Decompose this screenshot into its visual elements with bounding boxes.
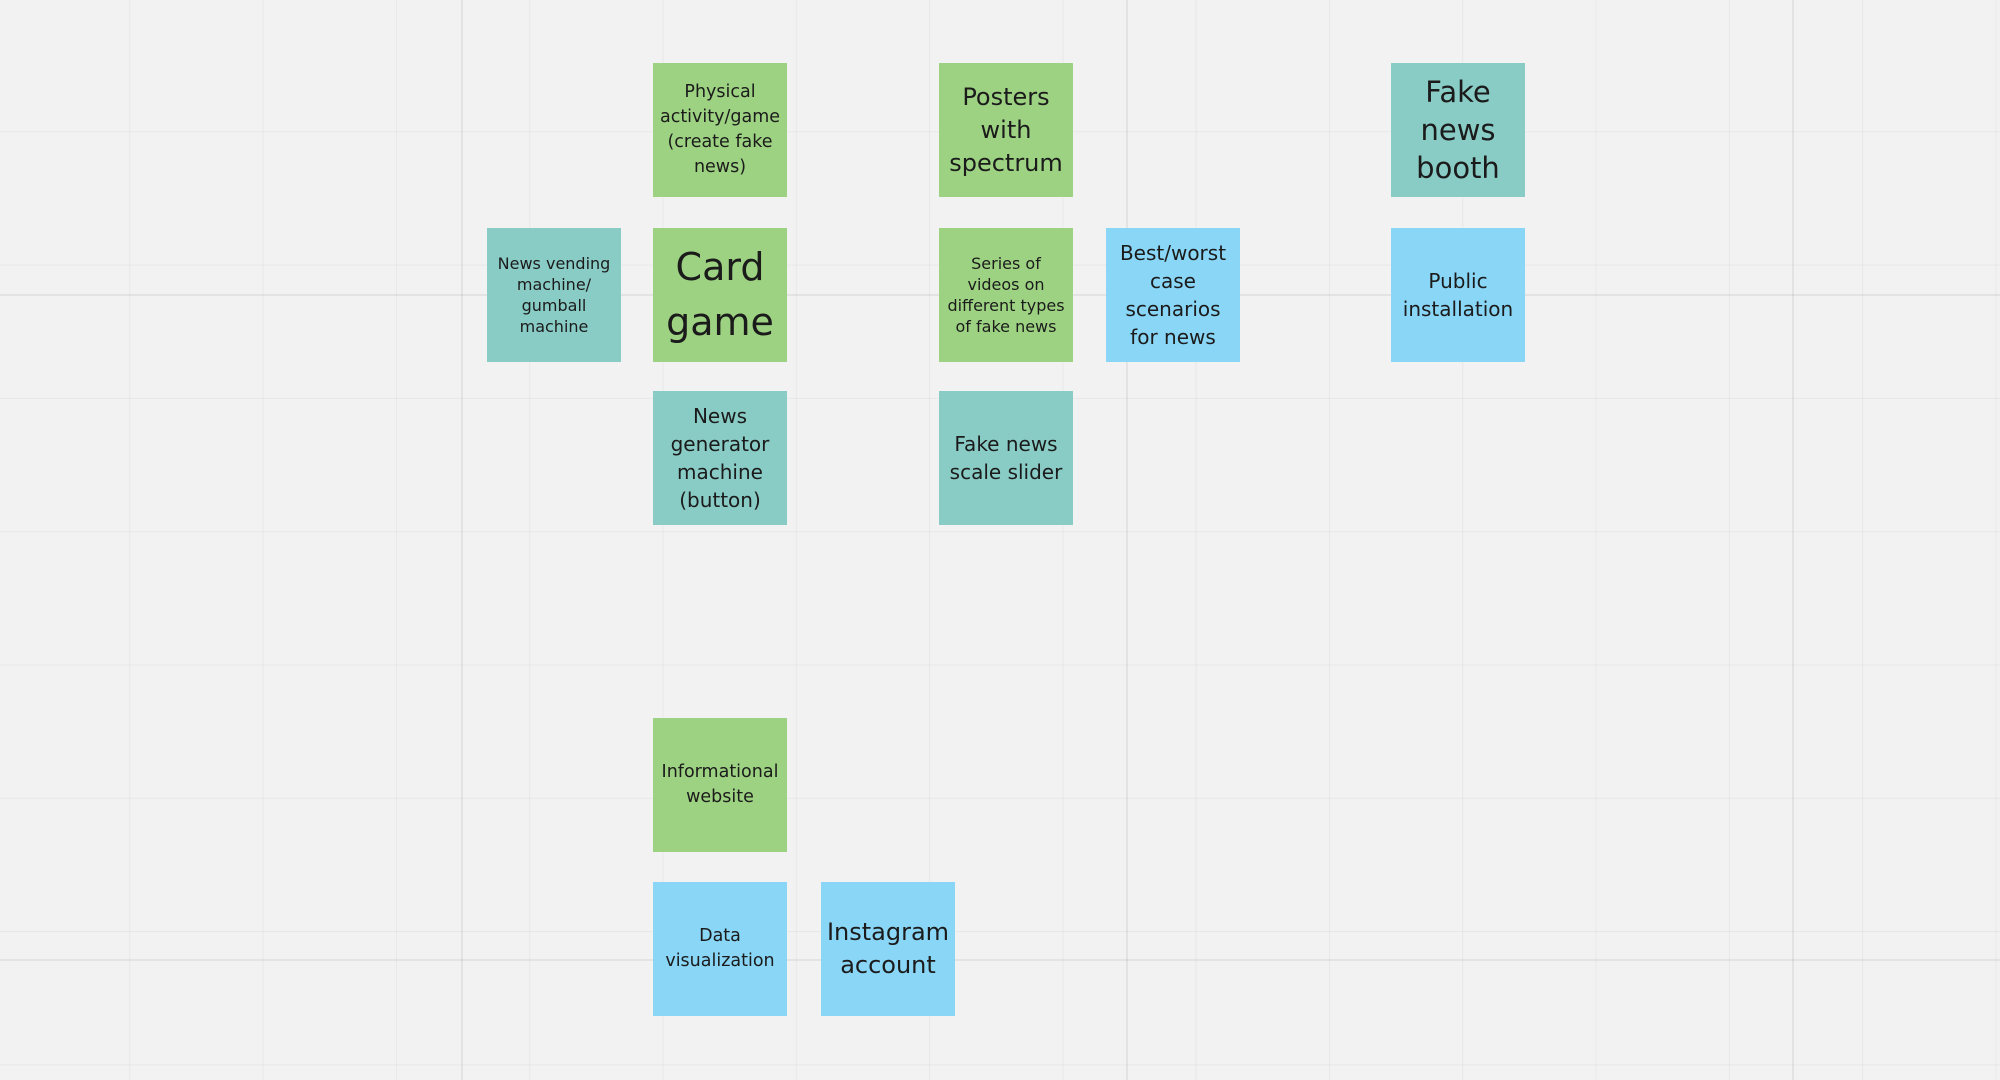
sticky-note-data-visualization[interactable]: Data visualization [653, 882, 787, 1016]
sticky-note-card-game[interactable]: Card game [653, 228, 787, 362]
sticky-note-posters-spectrum[interactable]: Posters with spectrum [939, 63, 1073, 197]
sticky-note-text: News generator machine (button) [670, 404, 770, 512]
sticky-note-text: Series of videos on different types of f… [947, 254, 1065, 336]
sticky-note-text: Card game [666, 245, 774, 344]
sticky-note-text: News vending machine/ gumball machine [497, 254, 611, 336]
grid-line [1792, 0, 1794, 1080]
sticky-note-text: Fake news scale slider [949, 432, 1063, 484]
sticky-note-instagram-account[interactable]: Instagram account [821, 882, 955, 1016]
sticky-note-news-vending[interactable]: News vending machine/ gumball machine [487, 228, 621, 362]
sticky-note-text: Best/worst case scenarios for news [1119, 241, 1227, 349]
sticky-note-physical-activity[interactable]: Physical activity/game (create fake news… [653, 63, 787, 197]
sticky-note-scale-slider[interactable]: Fake news scale slider [939, 391, 1073, 525]
sticky-note-text: Informational website [661, 762, 779, 807]
grid-line [461, 0, 463, 1080]
sticky-note-text: Posters with spectrum [949, 82, 1063, 177]
grid-line [1126, 0, 1128, 1080]
sticky-note-public-installation[interactable]: Public installation [1391, 228, 1525, 362]
sticky-note-text: Fake news booth [1416, 75, 1500, 185]
sticky-note-news-generator[interactable]: News generator machine (button) [653, 391, 787, 525]
sticky-note-best-worst[interactable]: Best/worst case scenarios for news [1106, 228, 1240, 362]
sticky-note-text: Data visualization [665, 926, 775, 971]
sticky-note-fake-news-booth[interactable]: Fake news booth [1391, 63, 1525, 197]
sticky-note-text: Physical activity/game (create fake news… [659, 82, 781, 177]
sticky-note-text: Instagram account [826, 918, 950, 979]
grid-line [0, 959, 2000, 961]
sticky-note-text: Public installation [1402, 269, 1514, 321]
sticky-note-informational-website[interactable]: Informational website [653, 718, 787, 852]
sticky-note-series-videos[interactable]: Series of videos on different types of f… [939, 228, 1073, 362]
